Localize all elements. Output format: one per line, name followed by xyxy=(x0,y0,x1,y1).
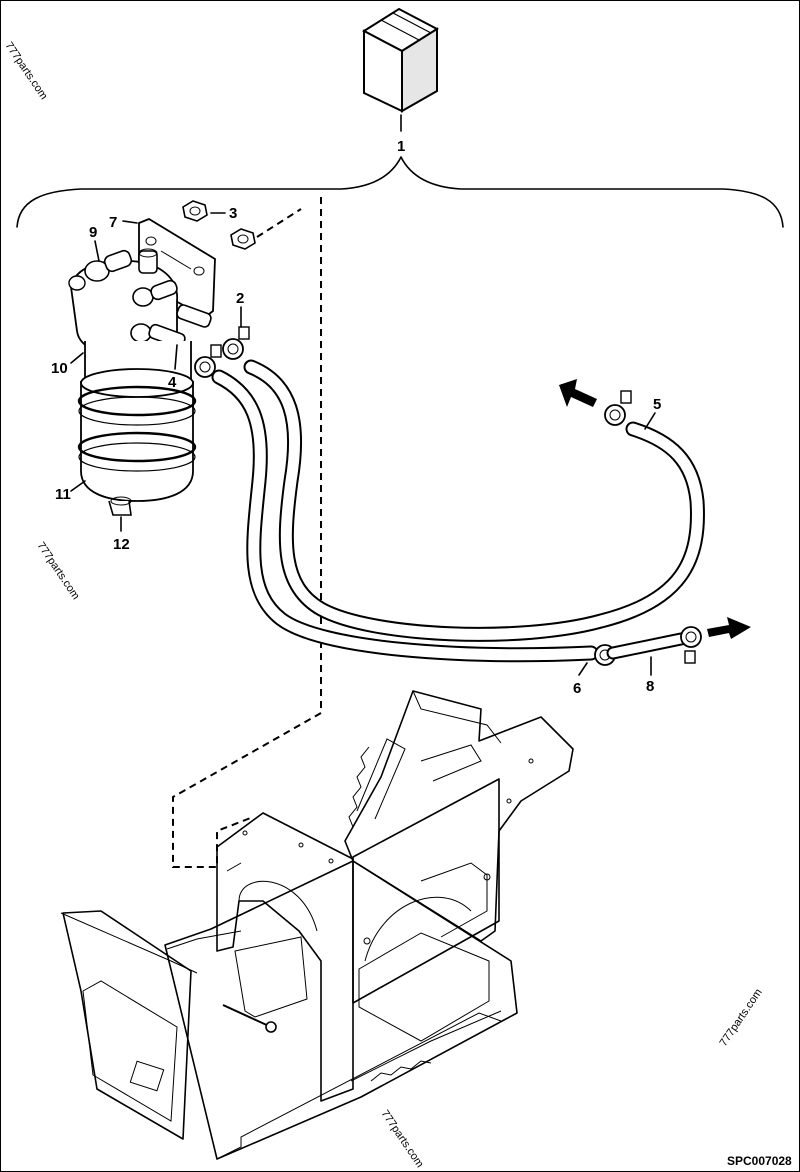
fuel-hose-6 xyxy=(211,369,599,663)
callout-1: 1 xyxy=(397,138,405,155)
group-brace xyxy=(16,156,784,228)
hose-clamp-c xyxy=(604,390,632,426)
fuel-hose-5 xyxy=(243,359,705,642)
callout-3: 3 xyxy=(229,205,237,222)
callout-6: 6 xyxy=(573,680,581,697)
fuel-filter-assembly xyxy=(68,248,212,516)
flow-arrow-upper-icon xyxy=(559,379,597,407)
hose-clamp-b xyxy=(222,326,250,360)
watermark-right: 777parts.com xyxy=(718,987,765,1049)
callout-8: 8 xyxy=(646,678,654,695)
machine-frame xyxy=(60,690,574,1160)
callout-12: 12 xyxy=(113,536,130,553)
callout-7: 7 xyxy=(109,214,117,231)
watermark-top-left: 777parts.com xyxy=(3,40,50,102)
callout-11: 11 xyxy=(55,486,71,503)
drawing-code: SPC007028 xyxy=(727,1154,792,1168)
callout-4: 4 xyxy=(168,374,177,391)
callout-9: 9 xyxy=(89,224,97,241)
callout-2: 2 xyxy=(236,290,244,307)
hose-clamp-e xyxy=(680,626,702,664)
flow-arrow-lower-icon xyxy=(707,617,751,639)
watermark-bottom: 777parts.com xyxy=(379,1108,426,1170)
nut-lower xyxy=(230,228,256,250)
leader-lines xyxy=(70,220,656,676)
nut-upper xyxy=(182,200,208,222)
fuel-pipe-8 xyxy=(606,632,688,660)
kit-box-icon xyxy=(361,7,440,113)
hose-clamp-a xyxy=(194,344,222,378)
callout-5: 5 xyxy=(653,396,661,413)
callout-10: 10 xyxy=(51,360,68,377)
locator-dashed-line xyxy=(172,197,322,868)
watermark-left: 777parts.com xyxy=(35,540,82,602)
